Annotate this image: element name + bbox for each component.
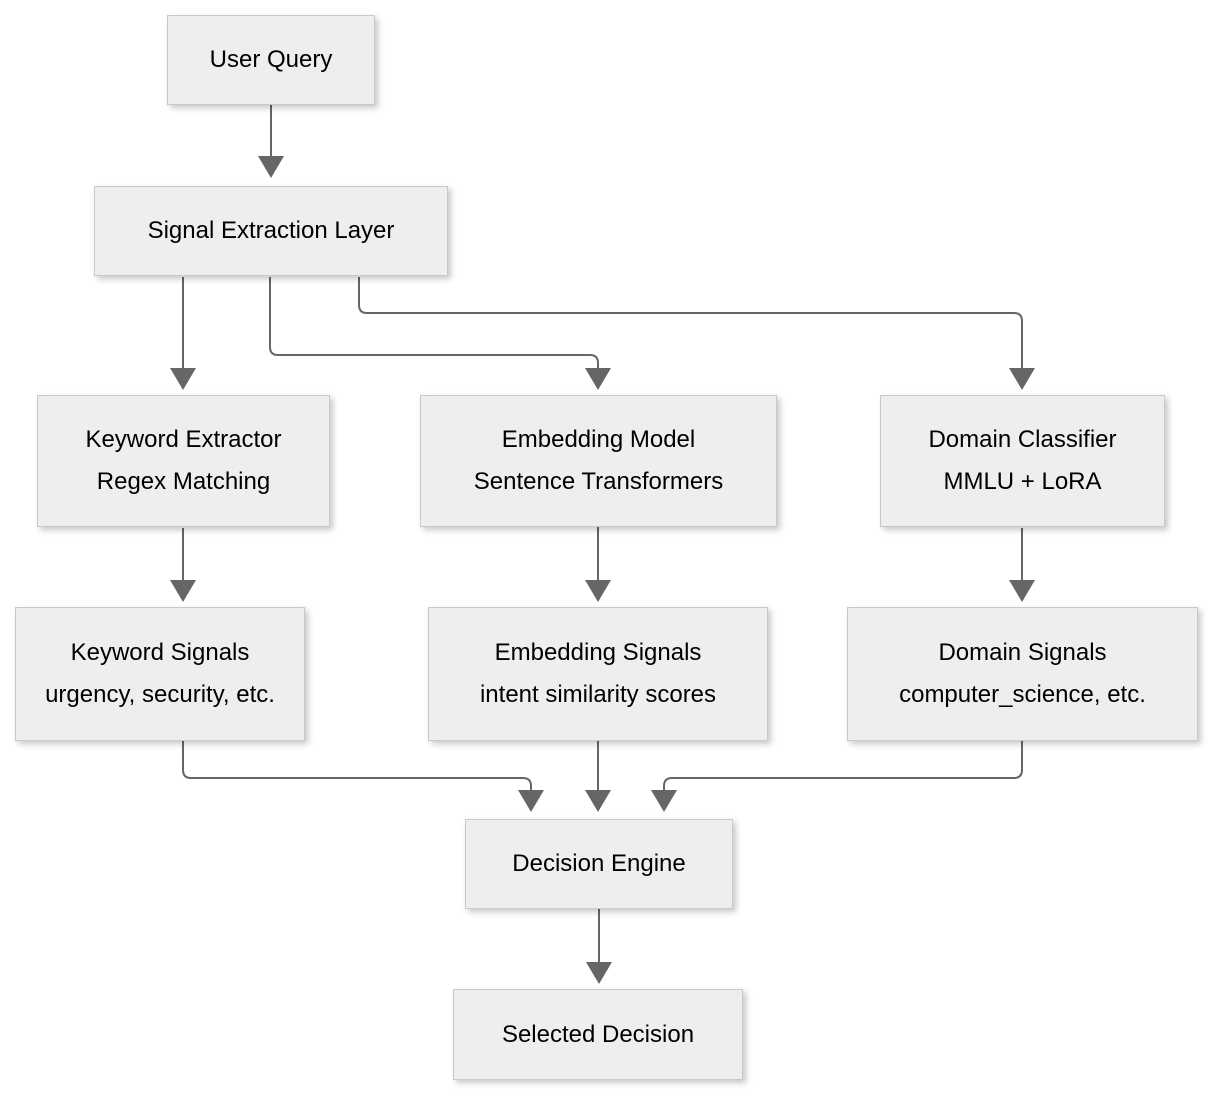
node-sublabel: computer_science, etc.: [899, 681, 1146, 708]
node-label: Domain Classifier: [928, 426, 1117, 453]
node-user-query: User Query: [167, 15, 375, 105]
arrowhead-icon: [585, 368, 611, 390]
edge-domain-signals-to-decision-engine: [663, 741, 1023, 790]
node-sublabel: Regex Matching: [96, 468, 271, 495]
node-label: Decision Engine: [512, 850, 686, 877]
arrowhead-icon: [170, 368, 196, 390]
edge-keyword-signals-to-decision-engine: [182, 741, 532, 790]
node-keyword-extractor: Keyword Extractor Regex Matching: [37, 395, 330, 527]
node-label: Keyword Extractor: [85, 426, 282, 453]
node-sublabel: Sentence Transformers: [473, 468, 724, 495]
node-domain-classifier: Domain Classifier MMLU + LoRA: [880, 395, 1165, 527]
node-domain-signals: Domain Signals computer_science, etc.: [847, 607, 1198, 741]
node-embedding-signals: Embedding Signals intent similarity scor…: [428, 607, 768, 741]
edge-signal-extraction-to-domain-classifier: [358, 277, 1023, 368]
node-sublabel: intent similarity scores: [479, 681, 717, 708]
node-label: Keyword Signals: [70, 639, 250, 666]
arrowhead-icon: [518, 790, 544, 812]
arrowhead-icon: [586, 962, 612, 984]
node-embedding-model: Embedding Model Sentence Transformers: [420, 395, 777, 527]
node-sublabel: MMLU + LoRA: [943, 468, 1102, 495]
node-label: Domain Signals: [938, 639, 1107, 666]
arrowhead-icon: [1009, 580, 1035, 602]
arrowhead-icon: [170, 580, 196, 602]
node-label: Signal Extraction Layer: [147, 217, 395, 244]
node-label: Embedding Model: [501, 426, 696, 453]
node-label: Selected Decision: [501, 1020, 695, 1048]
arrowhead-icon: [585, 580, 611, 602]
node-selected-decision: Selected Decision: [453, 989, 743, 1080]
arrowhead-icon: [1009, 368, 1035, 390]
node-label: Embedding Signals: [494, 639, 702, 666]
node-decision-engine: Decision Engine: [465, 819, 733, 909]
arrowhead-icon: [651, 790, 677, 812]
arrowhead-icon: [258, 156, 284, 178]
node-label: User Query: [209, 46, 333, 73]
arrowhead-icon: [585, 790, 611, 812]
node-keyword-signals: Keyword Signals urgency, security, etc.: [15, 607, 305, 741]
node-sublabel: urgency, security, etc.: [45, 681, 275, 708]
edge-signal-extraction-to-embedding-model: [269, 277, 599, 368]
node-signal-extraction-layer: Signal Extraction Layer: [94, 186, 448, 276]
